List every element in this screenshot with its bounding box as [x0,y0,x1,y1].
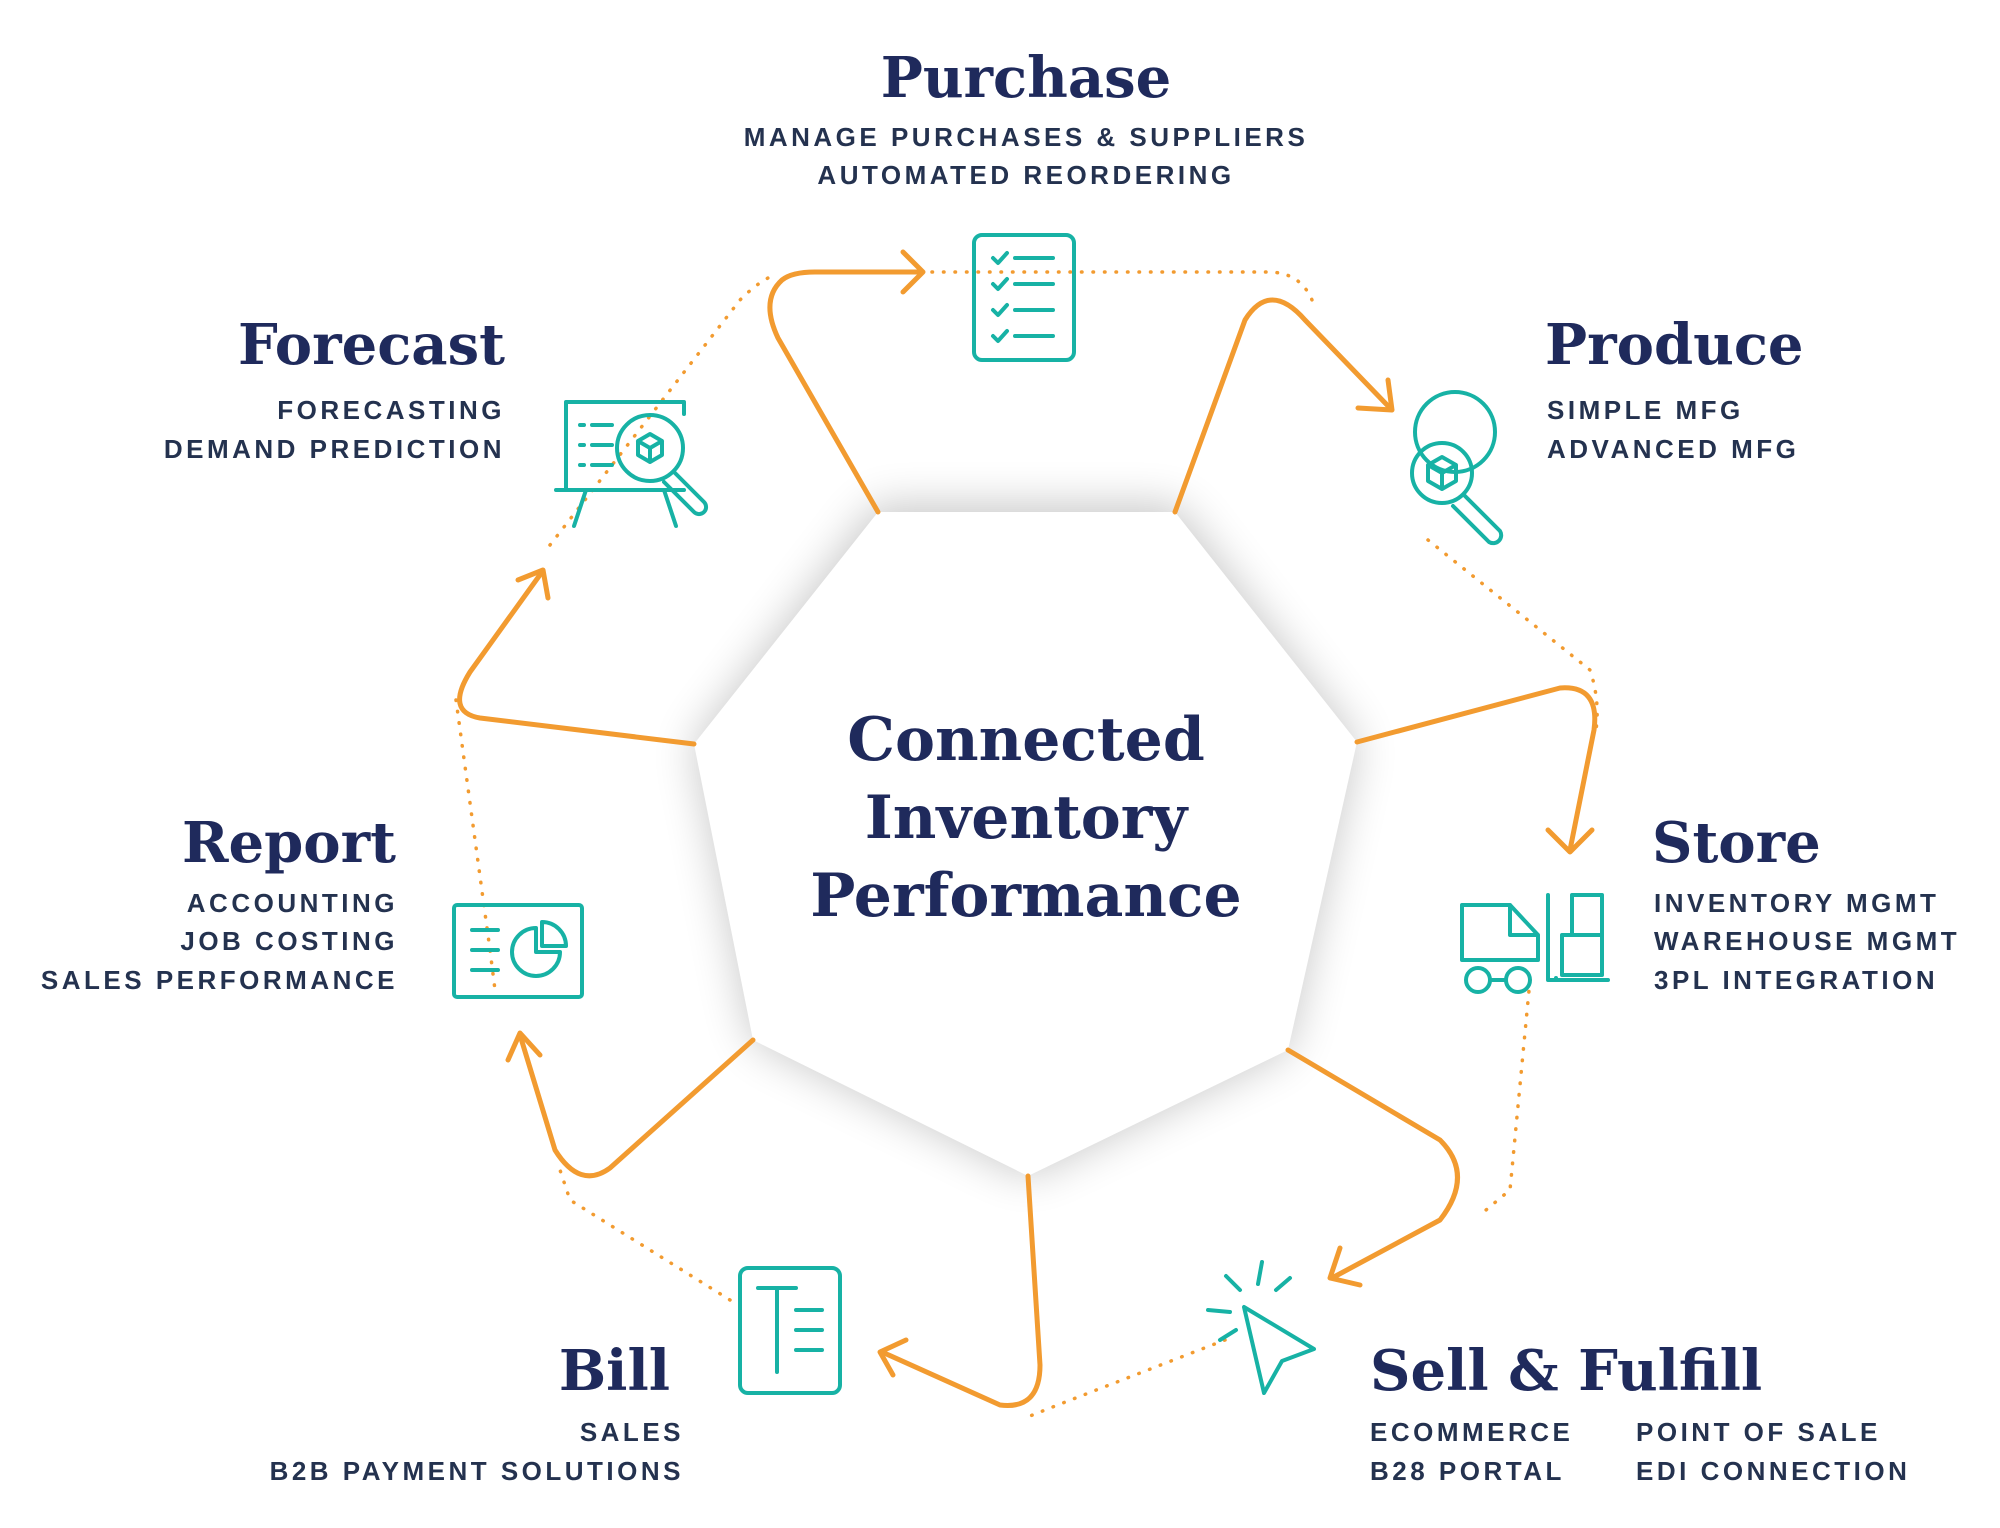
stage-title: Store [1652,810,1821,876]
arrow-to-bill [879,1173,1043,1408]
arrowhead [877,1337,909,1378]
dotted-connector [548,273,777,547]
stage-title: Bill [559,1338,670,1404]
stage-forecast: Forecast FORECASTING DEMAND PREDICTION [164,312,709,528]
invoice-icon [738,1266,842,1395]
chart-card-icon [452,903,584,999]
arrow-to-report [517,1032,756,1179]
arrow-to-store [1354,685,1598,853]
dotted-connector [930,270,1314,302]
stage-item: JOB COSTING [180,926,398,956]
stage-item: FORECASTING [277,395,505,425]
stage-item: WAREHOUSE MGMT [1654,926,1960,956]
stage-item: SIMPLE MFG [1547,395,1744,425]
stage-item: B28 PORTAL [1370,1456,1565,1486]
stage-item: SALES PERFORMANCE [41,965,398,995]
dotted-connector [1478,978,1532,1217]
cursor-click-icon [1206,1260,1316,1395]
stage-title: Forecast [238,312,505,378]
dotted-connector [454,698,497,992]
stage-purchase: Purchase MANAGE PURCHASES & SUPPLIERS AU… [744,45,1309,362]
center-line-2: Inventory [865,783,1190,853]
stage-item: INVENTORY MGMT [1654,888,1939,918]
checklist-icon [972,233,1076,362]
stage-item: AUTOMATED REORDERING [817,160,1234,190]
magnify-box-icon [1410,390,1504,546]
arrowhead [1545,827,1595,855]
stage-item: ACCOUNTING [187,888,398,918]
center-line-1: Connected [847,705,1205,775]
dotted-connector [1426,538,1599,732]
stage-item: ECOMMERCE [1370,1417,1573,1447]
stage-report: Report ACCOUNTING JOB COSTING SALES PERF… [41,810,584,999]
arrowhead [1355,377,1395,413]
arrow-to-forecast [457,569,697,747]
flow-arrows [457,249,1598,1408]
stage-title: Purchase [881,45,1172,111]
arrow-to-sell [1285,1047,1460,1281]
stage-title: Produce [1545,312,1804,378]
stage-item: POINT OF SALE [1636,1417,1881,1447]
forklift-icon [1460,893,1610,994]
stage-item: EDI CONNECTION [1636,1456,1910,1486]
arrow-to-purchase [767,269,923,515]
dotted-connector [558,1168,732,1302]
arrowhead [505,1030,543,1063]
stage-item: SALES [580,1417,684,1447]
stage-item: DEMAND PREDICTION [164,434,505,464]
center-heptagon [694,512,1357,1176]
dotted-connector [1023,1338,1227,1420]
center-line-3: Performance [810,861,1241,931]
stage-title: Sell & Fulfill [1370,1338,1762,1404]
arrow-to-produce [1172,297,1393,515]
arrowhead [900,249,926,295]
stage-item: ADVANCED MFG [1547,434,1799,464]
stage-item: MANAGE PURCHASES & SUPPLIERS [744,122,1309,152]
stage-item: 3PL INTEGRATION [1654,965,1938,995]
stage-bill: Bill SALES B2B PAYMENT SOLUTIONS [270,1266,842,1486]
stage-produce: Produce SIMPLE MFG ADVANCED MFG [1410,312,1804,546]
center-label: Connected Inventory Performance [810,705,1241,931]
stage-item: B2B PAYMENT SOLUTIONS [270,1456,684,1486]
stage-title: Report [182,810,396,876]
arrowhead [1327,1245,1363,1288]
stage-sell-fulfill: Sell & Fulfill ECOMMERCE B28 PORTAL POIN… [1206,1260,1910,1486]
arrowhead [515,567,551,601]
monitor-search-icon [554,400,709,528]
stage-store: Store INVENTORY MGMT WAREHOUSE MGMT 3PL … [1460,810,1960,995]
